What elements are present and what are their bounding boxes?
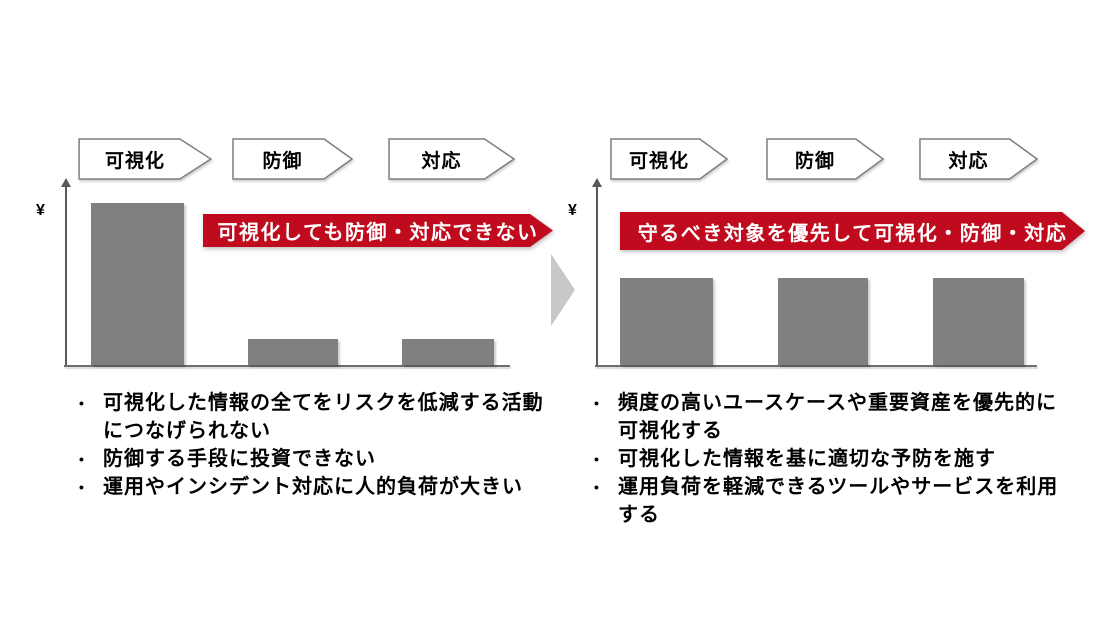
stage-chevron-defend-after: 防御	[766, 138, 884, 180]
bullet-text: 頻度の高いユースケースや重要資産を優先的に可視化する	[618, 392, 1057, 442]
transition-arrow-icon	[551, 254, 575, 326]
stage-label: 対応	[948, 150, 989, 172]
y-axis	[65, 186, 67, 367]
bar-defend-before	[248, 339, 338, 365]
stage-chevron-respond-before: 対応	[388, 138, 515, 180]
bar-respond-before	[402, 339, 494, 365]
stage-chevron-visualize-after: 可視化	[610, 138, 728, 180]
list-item: • 可視化した情報の全てをリスクを低減する活動につなげられない	[76, 389, 558, 445]
stage-label: 対応	[421, 150, 462, 172]
banner-arrow-shape-icon	[203, 214, 553, 247]
list-item: • 防御する手段に投資できない	[76, 445, 558, 473]
banner-arrow-shape-icon	[620, 212, 1085, 250]
bullet-icon: •	[79, 451, 85, 467]
issue-banner-text: 可視化しても防御・対応できない	[217, 222, 539, 244]
bullet-text: 可視化した情報を基に適切な予防を施す	[618, 448, 996, 470]
bullet-list-before: • 可視化した情報の全てをリスクを低減する活動につなげられない • 防御する手段…	[76, 389, 558, 501]
bullet-icon: •	[594, 395, 600, 411]
issue-banner-before: 可視化しても防御・対応できない	[203, 214, 553, 247]
bar-visualize-before	[91, 203, 184, 365]
yen-axis-label: ¥	[568, 202, 577, 219]
stage-label: 可視化	[104, 150, 165, 172]
stage-chevron-visualize-before: 可視化	[78, 138, 212, 180]
solution-banner-after: 守るべき対象を優先して可視化・防御・対応	[620, 212, 1085, 250]
bullet-icon: •	[594, 479, 600, 495]
x-axis-baseline	[595, 365, 1037, 367]
x-axis-baseline	[64, 365, 510, 367]
y-axis	[596, 186, 598, 367]
chevron-shape-icon	[232, 138, 353, 180]
bullet-icon: •	[79, 479, 85, 495]
list-item: • 運用負荷を軽減できるツールやサービスを利用する	[591, 473, 1083, 529]
bar-visualize-after	[620, 278, 713, 365]
bullet-text: 可視化した情報の全てをリスクを低減する活動につなげられない	[103, 392, 544, 442]
axis-arrowhead-icon	[61, 178, 71, 187]
solution-banner-text: 守るべき対象を優先して可視化・防御・対応	[637, 222, 1068, 245]
bullet-list-after: • 頻度の高いユースケースや重要資産を優先的に可視化する • 可視化した情報を基…	[591, 389, 1083, 529]
chevron-shape-icon	[78, 138, 212, 180]
yen-axis-label: ¥	[36, 202, 45, 219]
chevron-shape-icon	[919, 138, 1038, 180]
bar-defend-after	[778, 278, 868, 365]
bullet-icon: •	[594, 451, 600, 467]
list-item: • 可視化した情報を基に適切な予防を施す	[591, 445, 1083, 473]
stage-label: 可視化	[628, 150, 689, 172]
stage-chevron-respond-after: 対応	[919, 138, 1038, 180]
chevron-shape-icon	[766, 138, 884, 180]
stage-label: 防御	[262, 150, 303, 172]
stage-label: 防御	[794, 150, 835, 172]
bar-respond-after	[933, 278, 1024, 365]
bullet-text: 運用やインシデント対応に人的負荷が大きい	[103, 476, 523, 498]
chevron-shape-icon	[388, 138, 515, 180]
stage-chevron-defend-before: 防御	[232, 138, 353, 180]
bullet-icon: •	[79, 395, 85, 411]
axis-arrowhead-icon	[592, 178, 602, 187]
list-item: • 頻度の高いユースケースや重要資産を優先的に可視化する	[591, 389, 1083, 445]
bullet-text: 運用負荷を軽減できるツールやサービスを利用する	[618, 476, 1059, 526]
chevron-shape-icon	[610, 138, 728, 180]
bullet-text: 防御する手段に投資できない	[103, 448, 376, 470]
list-item: • 運用やインシデント対応に人的負荷が大きい	[76, 473, 558, 501]
